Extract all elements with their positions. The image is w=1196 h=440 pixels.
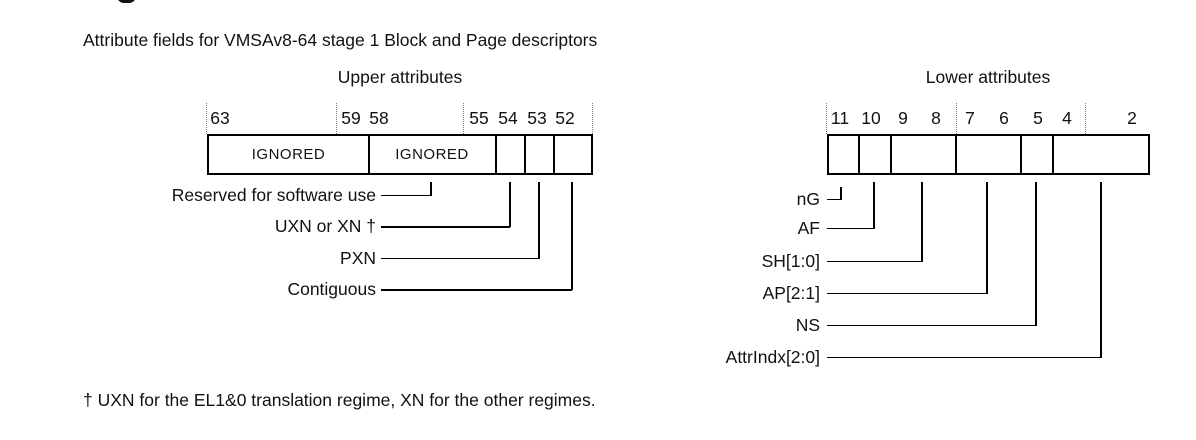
field-ignored-58-55: IGNORED [395,146,469,163]
nibble-boundary-line [336,103,337,134]
leader-line-uxn [381,226,510,228]
callout-ap: AP[2:1] [762,283,820,303]
callout-af: AF [797,218,820,238]
leader-line-pxn [538,182,540,259]
bit-number-58: 58 [369,108,389,128]
bit-number-54: 54 [498,108,518,128]
bit-number-53: 53 [527,108,547,128]
nibble-boundary-line [592,103,593,134]
field-divider [889,136,892,173]
leader-line-uxn [509,182,511,227]
field-divider [552,136,555,173]
callout-ns: NS [795,315,820,335]
leader-line-sh [921,182,923,262]
field-divider [523,136,526,173]
callout-contiguous: Contiguous [287,279,376,299]
bit-number-9: 9 [898,108,908,128]
leader-line-pxn [381,257,539,260]
bit-number-10: 10 [861,108,881,128]
nibble-boundary-line [826,103,827,134]
field-divider [857,136,860,173]
leader-line-contiguous [571,182,573,290]
callout-attrindx: AttrIndx[2:0] [725,347,820,367]
leader-line-af [827,227,874,230]
leader-line-ap [986,182,988,294]
leader-line-reserved [381,194,431,197]
leader-line-attrindx [827,356,1101,359]
bit-number-4: 4 [1062,108,1072,128]
callout-ng: nG [796,189,820,209]
bit-number-55: 55 [469,108,489,128]
nibble-boundary-line [956,103,957,134]
bit-number-2: 2 [1127,108,1137,128]
field-divider [367,136,370,173]
nibble-boundary-line [206,103,207,134]
callout-reserved-for-software-use: Reserved for software use [171,185,376,205]
leader-line-contiguous [381,289,572,291]
field-divider [1019,136,1022,173]
field-divider [954,136,957,173]
field-divider [494,136,497,173]
field-ignored-63-59: IGNORED [251,146,326,163]
leader-line-ng [827,198,841,201]
leader-line-sh [827,260,922,263]
callout-uxn-or-xn: UXN or XN † [274,216,376,236]
leader-line-ns [827,324,1036,327]
clipped-text-fragment [117,0,136,3]
bit-number-52: 52 [555,108,575,128]
leader-line-ap [827,292,987,295]
upper-bitfield-box: IGNORED IGNORED [207,134,593,175]
lower-bitfield-box [827,134,1150,175]
bit-number-6: 6 [999,108,1009,128]
nibble-boundary-line [1085,103,1086,134]
bit-number-63: 63 [210,108,230,128]
callout-pxn: PXN [340,248,376,268]
bit-number-7: 7 [965,108,975,128]
upper-attributes-heading: Upper attributes [337,67,463,87]
nibble-boundary-line [463,103,464,134]
leader-line-ns [1035,182,1037,326]
bit-number-5: 5 [1033,108,1043,128]
callout-sh: SH[1:0] [761,251,820,271]
bit-number-8: 8 [931,108,941,128]
figure-title: Attribute fields for VMSAv8-64 stage 1 B… [83,30,598,50]
lower-attributes-heading: Lower attributes [925,67,1051,87]
leader-line-attrindx [1100,182,1102,358]
bit-number-59: 59 [341,108,361,128]
bit-number-11: 11 [830,108,850,128]
footnote: † UXN for the EL1&0 translation regime, … [83,390,596,410]
leader-line-reserved [430,182,432,196]
field-divider [1051,136,1054,173]
leader-line-af [873,182,875,229]
leader-line-ng [840,187,842,200]
